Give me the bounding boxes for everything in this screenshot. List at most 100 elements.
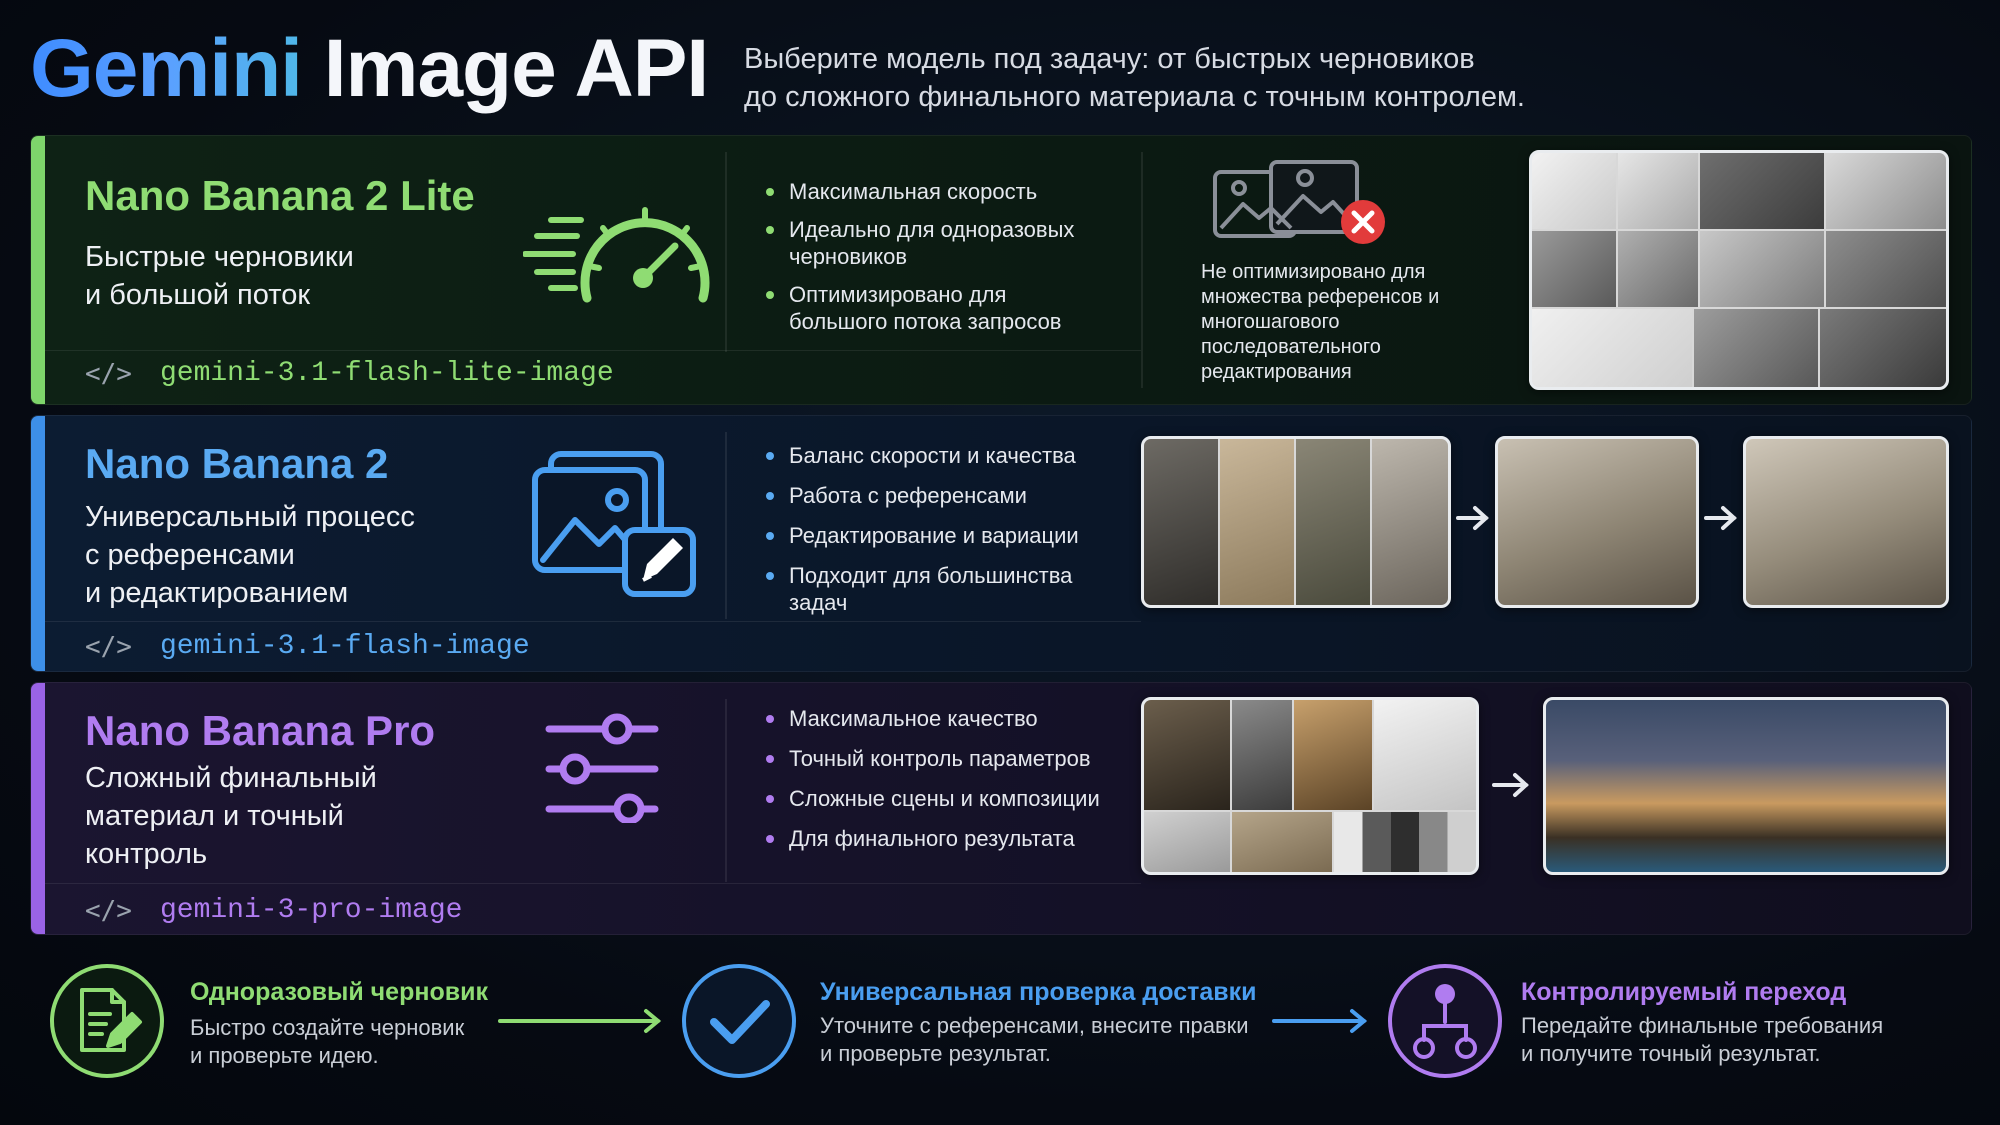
- tower-thumbnail: [1820, 309, 1946, 387]
- interior-reference: [1144, 439, 1218, 605]
- model-description: Универсальный процесс с референсами и ре…: [85, 498, 415, 612]
- render-thumbnail: [1700, 153, 1824, 229]
- card-divider-horizontal: [45, 350, 1141, 351]
- model-description-line: Сложный финальный: [85, 762, 377, 794]
- title-gemini: Gemini: [30, 23, 303, 114]
- footer-step-text-line: Уточните с референсами, внесите правки: [820, 1013, 1249, 1038]
- footer-step-text: Уточните с референсами, внесите правки и…: [820, 1012, 1249, 1068]
- stone-texture: [1144, 812, 1230, 872]
- model-id[interactable]: gemini-3.1-flash-lite-image: [159, 358, 614, 389]
- draft-thumbnails-grid: [1529, 150, 1949, 390]
- feature-item: Идеально для одноразовых черновиков: [763, 216, 1109, 270]
- limitation-note: Не оптимизировано для множества референс…: [1201, 261, 1440, 383]
- model-description-line: и редактированием: [85, 577, 349, 609]
- model-description: Быстрые черновики и большой поток: [85, 238, 354, 314]
- images-with-cross-icon: [1213, 160, 1385, 244]
- feature-list: Максимальная скорость Идеально для однор…: [763, 178, 1109, 335]
- color-swatches: [1334, 812, 1476, 872]
- footer-step-title: Контролируемый переход: [1521, 978, 1847, 1006]
- room-thumbnail: [1532, 231, 1616, 307]
- concrete-texture: [1232, 812, 1332, 872]
- interior-thumbnail: [1826, 231, 1946, 307]
- footer-step-text: Передайте финальные требования и получит…: [1521, 1012, 1883, 1068]
- material-board: [1141, 697, 1479, 875]
- feature-item: Максимальная скорость: [763, 178, 1109, 205]
- feature-item: Редактирование и вариации: [763, 522, 1089, 549]
- card-accent-bar: [31, 683, 45, 934]
- fabric-reference: [1220, 439, 1294, 605]
- feature-item: Оптимизировано для большого потока запро…: [763, 281, 1089, 335]
- card-divider: [725, 152, 727, 352]
- footer-step-title: Универсальная проверка доставки: [820, 978, 1257, 1006]
- footer-step-text: Быстро создайте черновик и проверьте иде…: [190, 1014, 464, 1070]
- card-divider-horizontal: [45, 621, 1141, 622]
- model-id[interactable]: gemini-3.1-flash-image: [159, 631, 530, 662]
- arrow-right-icon: [1704, 506, 1737, 530]
- lamp-reference: [1294, 700, 1372, 810]
- card-divider: [725, 432, 727, 619]
- feature-item: Для финального результата: [763, 825, 1100, 852]
- feature-list: Максимальное качество Точный контроль па…: [763, 705, 1100, 852]
- feature-item: Сложные сцены и композиции: [763, 785, 1100, 812]
- model-description-line: и большой поток: [85, 279, 311, 311]
- page-title: Gemini Image API: [30, 22, 709, 116]
- title-image-api: Image API: [323, 23, 709, 114]
- flow-arrow-icon: [498, 1009, 662, 1033]
- feature-item: Работа с референсами: [763, 482, 1089, 509]
- model-name: Nano Banana Pro: [85, 707, 436, 754]
- sketch-thumbnail: [1618, 153, 1698, 229]
- checkmark-icon: [682, 964, 796, 1078]
- model-description-line: с референсами: [85, 539, 295, 571]
- plant-reference: [1296, 439, 1370, 605]
- model-description-line: Универсальный процесс: [85, 501, 415, 533]
- leaf-texture: [1232, 700, 1292, 810]
- sofa-sketch-thumbnail: [1532, 309, 1692, 387]
- car-thumbnail: [1826, 153, 1946, 229]
- footer-step-text-line: и проверьте идею.: [190, 1043, 379, 1068]
- arrow-right-icon: [1492, 773, 1529, 797]
- model-description-line: контроль: [85, 838, 208, 870]
- footer-step-text-line: и получите точный результат.: [1521, 1041, 1821, 1066]
- reference-thumbnails: [1141, 436, 1451, 608]
- model-description: Сложный финальный материал и точный конт…: [85, 759, 377, 873]
- code-icon: </>: [85, 895, 132, 926]
- feature-item: Точный контроль параметров: [763, 745, 1100, 772]
- flow-node-icon: [1388, 964, 1502, 1078]
- sliders-icon: [545, 713, 659, 823]
- model-id-row: </> gemini-3.1-flash-lite-image: [85, 358, 614, 389]
- model-description-line: Быстрые черновики: [85, 241, 354, 273]
- image-edit-icon: [532, 451, 696, 597]
- speedometer-icon: [523, 207, 710, 303]
- code-icon: </>: [85, 358, 132, 389]
- feature-list: Баланс скорости и качества Работа с рефе…: [763, 442, 1089, 616]
- model-description-line: материал и точный: [85, 800, 344, 832]
- model-name: Nano Banana 2: [85, 440, 389, 487]
- model-name: Nano Banana 2 Lite: [85, 172, 475, 219]
- model-card-lite: Nano Banana 2 Lite Быстрые черновики и б…: [30, 135, 1972, 405]
- feature-item: Баланс скорости и качества: [763, 442, 1089, 469]
- card-accent-bar: [31, 416, 45, 671]
- footer-step-text-line: Быстро создайте черновик: [190, 1015, 465, 1040]
- model-card-flash: Nano Banana 2 Универсальный процесс с ре…: [30, 415, 1972, 672]
- building-reference: [1144, 700, 1230, 810]
- subtitle-line-2: до сложного финального материала с точны…: [744, 81, 1525, 113]
- sketch-thumbnail: [1532, 153, 1616, 229]
- living-room-edited-render: [1743, 436, 1949, 608]
- living-room-render: [1495, 436, 1699, 608]
- page-subtitle: Выберите модель под задачу: от быстрых ч…: [744, 40, 1944, 116]
- code-icon: </>: [85, 631, 132, 662]
- interior-thumbnail: [1694, 309, 1818, 387]
- city-thumbnail: [1700, 231, 1824, 307]
- arrow-right-icon: [1456, 506, 1489, 530]
- footer-step-text-line: Передайте финальные требования: [1521, 1013, 1884, 1038]
- house-final-render: [1543, 697, 1949, 875]
- footer-step-text-line: и проверьте результат.: [820, 1041, 1051, 1066]
- feature-item: Подходит для большинства задач: [763, 562, 1089, 616]
- card-accent-bar: [31, 136, 45, 404]
- flow-arrow-icon: [1272, 1009, 1368, 1033]
- model-id[interactable]: gemini-3-pro-image: [159, 895, 463, 926]
- model-card-pro: Nano Banana Pro Сложный финальный матери…: [30, 682, 1972, 935]
- room-thumbnail: [1618, 231, 1698, 307]
- card-divider: [725, 699, 727, 882]
- model-id-row: </> gemini-3-pro-image: [85, 895, 462, 926]
